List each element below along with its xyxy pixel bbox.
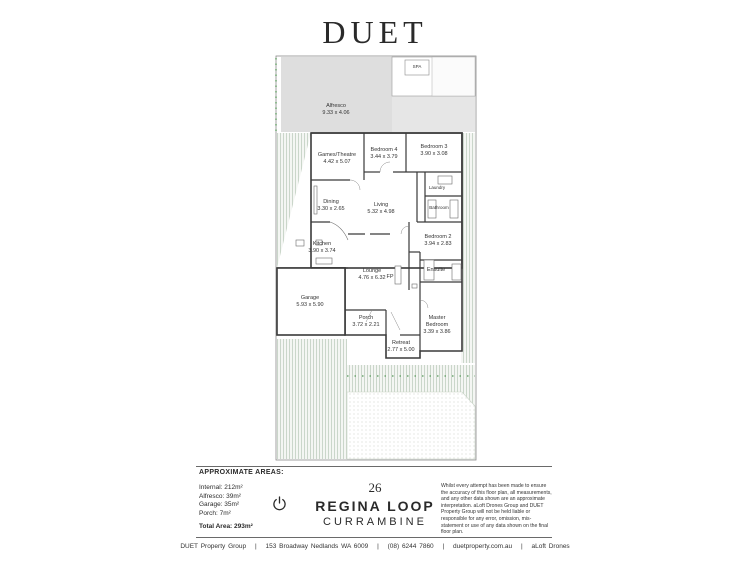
alfresco-extension (392, 96, 475, 132)
area-internal: Internal: 212m² (199, 484, 243, 491)
fixtures (295, 175, 462, 289)
laundry-label: Laundry (428, 185, 446, 190)
footer-separator: | (377, 543, 379, 550)
front-garden-left (277, 339, 347, 459)
power-icon (273, 496, 286, 511)
pool (431, 56, 476, 97)
suburb-name: CURRAMBINE (323, 516, 427, 528)
footer-separator: | (520, 543, 523, 550)
ensuite-label: Ensuite (426, 267, 446, 273)
street-name: REGINA LOOP (315, 498, 435, 514)
footer-separator: | (442, 543, 445, 550)
footer-address: 153 Broadway Nedlands WA 6009 (265, 543, 369, 550)
driveway (346, 391, 476, 460)
footer: DUET Property Group | 153 Broadway Nedla… (0, 543, 750, 550)
footer-separator: | (254, 543, 257, 550)
area-porch: Porch: 7m² (199, 509, 231, 517)
brand-logo: DUET (322, 14, 428, 50)
areas-title: APPROXIMATE AREAS: (199, 469, 284, 476)
door-swings (349, 161, 429, 331)
areas-list: Internal: 212m² Alfresco: 39m² Garage: 3… (199, 484, 243, 518)
street-number: 26 (368, 480, 382, 495)
area-total: Total Area: 293m² (199, 523, 253, 530)
area-garage: Garage: 35m² (199, 501, 240, 508)
divider-top (196, 466, 552, 467)
bathroom-label: Bathroom (429, 205, 449, 210)
alfresco-area (281, 57, 392, 132)
footer-website-link[interactable]: duetproperty.com.au (453, 543, 513, 550)
side-garden-right (461, 133, 475, 363)
spa-label: SPA (412, 64, 422, 69)
divider-bottom (196, 537, 552, 538)
garage-room (276, 267, 346, 336)
disclaimer-text: Whilst every attempt has been made to en… (441, 483, 552, 536)
footer-phone[interactable]: (08) 6244 7860 (387, 543, 434, 550)
footer-credit: aLoft Drones (531, 543, 570, 550)
spa (404, 59, 430, 76)
footer-company: DUET Property Group (180, 543, 247, 550)
area-alfresco: Alfresco: 39m² (199, 492, 241, 500)
fireplace-label: FP (386, 274, 394, 280)
